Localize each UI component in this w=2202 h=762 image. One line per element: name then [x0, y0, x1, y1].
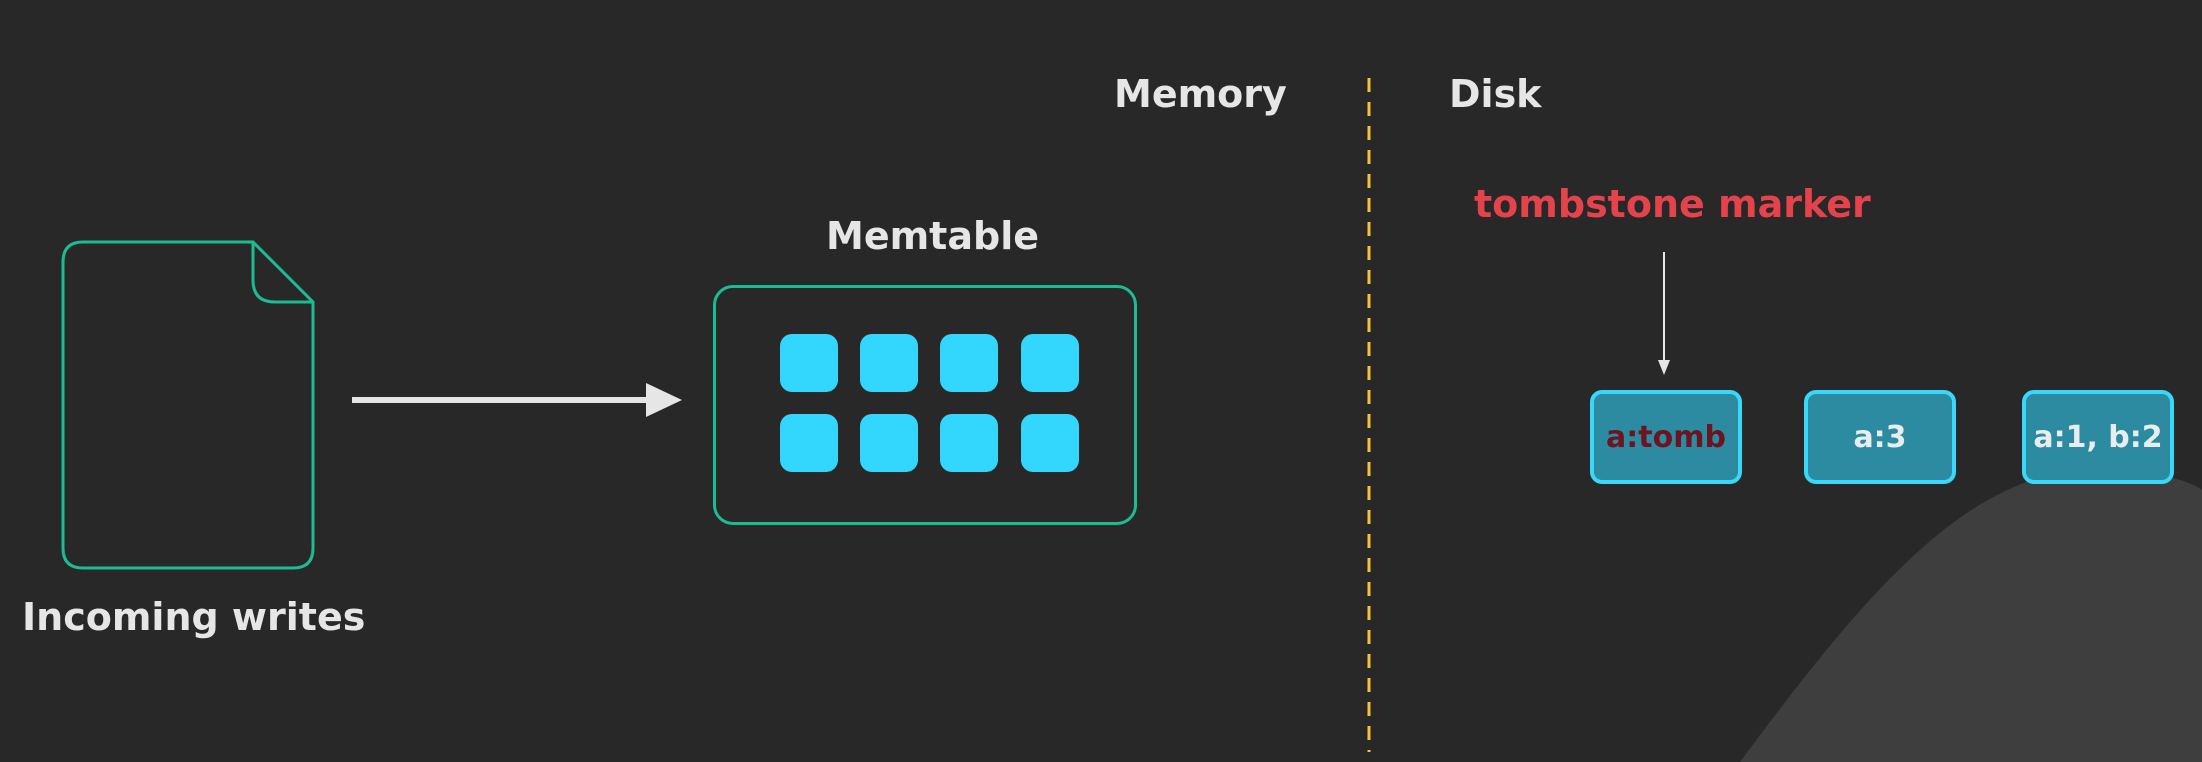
- memtable-cell: [780, 334, 838, 392]
- memtable-box: [713, 285, 1137, 525]
- memory-region-label: Memory: [1114, 72, 1287, 116]
- incoming-writes-label: Incoming writes: [22, 595, 366, 639]
- sstable-tombstone: a:tomb: [1590, 390, 1742, 484]
- memtable-cell: [940, 334, 998, 392]
- sstable-entry: a:1, b:2: [2022, 390, 2174, 484]
- document-fold: [251, 242, 313, 304]
- sstable-entry: a:3: [1804, 390, 1956, 484]
- memtable-cell: [780, 414, 838, 472]
- background-hill: [1740, 469, 2202, 762]
- memtable-cell: [860, 414, 918, 472]
- document-icon: [61, 240, 315, 570]
- memtable-cell: [1021, 334, 1079, 392]
- memtable-label: Memtable: [826, 214, 1039, 258]
- tombstone-pointer-head: [1658, 360, 1670, 375]
- disk-region-label: Disk: [1449, 72, 1542, 116]
- write-arrow-head: [646, 383, 682, 417]
- memtable-cell: [1021, 414, 1079, 472]
- memtable-cell: [940, 414, 998, 472]
- tombstone-marker-label: tombstone marker: [1474, 182, 1871, 226]
- memtable-cell: [860, 334, 918, 392]
